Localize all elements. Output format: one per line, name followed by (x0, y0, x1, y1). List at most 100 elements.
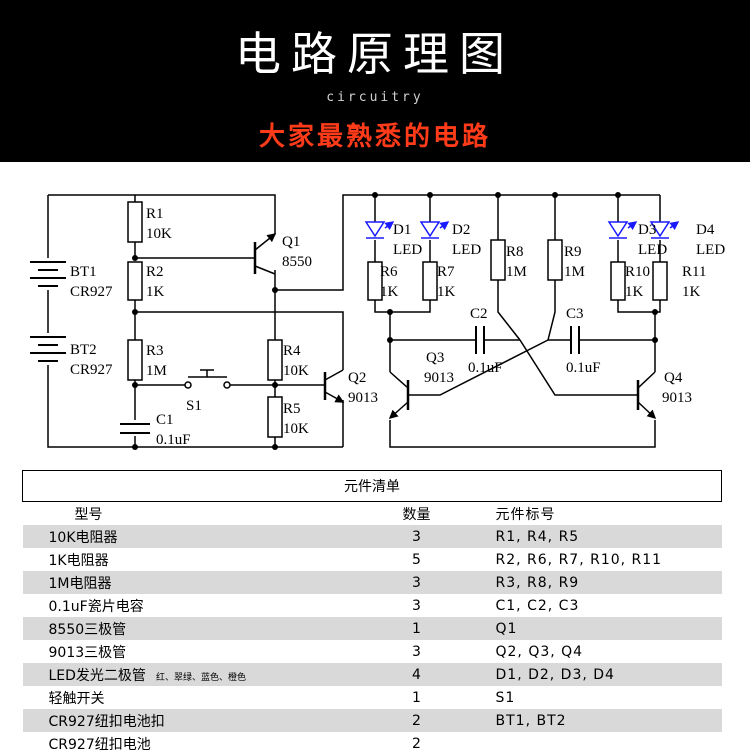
label-c2-value: 0.1uF (468, 360, 503, 376)
table-row: 8550三极管 1 Q1 (22, 617, 722, 640)
label-bt1: BT1 (70, 264, 97, 280)
cell-refs: Q2, Q3, Q4 (457, 640, 722, 663)
led-d3 (607, 221, 638, 239)
cell-refs: R2, R6, R7, R10, R11 (457, 548, 722, 571)
resistor-r11 (652, 261, 668, 301)
circuit-schematic: R1 10K R2 1K R3 1M Q1 8550 BT1 CR927 BT2… (30, 192, 725, 450)
resistor-r9 (547, 239, 563, 281)
cell-qty: 2 (375, 709, 458, 732)
cell-qty: 3 (375, 640, 458, 663)
label-d1: D1 (393, 222, 411, 238)
label-d2: D2 (452, 222, 470, 238)
label-r5-value: 10K (283, 421, 309, 437)
label-c1-value: 0.1uF (156, 432, 191, 448)
resistor-r8 (490, 239, 506, 281)
parts-list-header: 型号 数量 元件标号 (22, 501, 722, 525)
cell-model-note: 红、翠绿、蓝色、橙色 (155, 672, 246, 683)
label-bt1-value: CR927 (70, 284, 113, 300)
table-row: LED发光二极管红、翠绿、蓝色、橙色 4 D1, D2, D3, D4 (22, 663, 722, 686)
cell-qty: 4 (375, 663, 458, 686)
cell-refs: S1 (457, 686, 722, 709)
cell-model: CR927纽扣电池 (22, 732, 376, 755)
label-r5: R5 (283, 401, 301, 417)
page-subtitle: circuitry (326, 90, 424, 105)
label-d4: D4 (696, 222, 715, 238)
resistor-r4 (267, 339, 283, 381)
label-r9: R9 (564, 244, 582, 260)
header-model: 型号 (22, 501, 376, 525)
cell-refs: R1, R4, R5 (457, 525, 722, 548)
cell-qty: 1 (375, 617, 458, 640)
label-bt2: BT2 (70, 342, 97, 358)
cell-model: 9013三极管 (22, 640, 376, 663)
label-r6: R6 (380, 264, 398, 280)
label-d4-value: LED (696, 242, 725, 258)
label-r1-value: 10K (146, 226, 172, 242)
label-r8: R8 (506, 244, 524, 260)
label-q3-value: 9013 (424, 370, 454, 386)
header-qty: 数量 (375, 501, 458, 525)
table-row: 0.1uF瓷片电容 3 C1, C2, C3 (22, 594, 722, 617)
label-c2: C2 (470, 306, 488, 322)
label-c3-value: 0.1uF (566, 360, 601, 376)
label-r3-value: 1M (146, 363, 167, 379)
cell-qty: 3 (375, 571, 458, 594)
label-r10: R10 (625, 264, 650, 280)
page-tagline: 大家最熟悉的电路 (258, 122, 491, 152)
wire-left-bottom (47, 365, 343, 448)
table-row: 轻触开关 1 S1 (22, 686, 722, 709)
label-d3: D3 (638, 222, 656, 238)
label-r9-value: 1M (564, 264, 585, 280)
header-banner: 电路原理图 circuitry 大家最熟悉的电路 (0, 0, 750, 162)
label-q1-value: 8550 (282, 254, 312, 270)
resistor-r3 (127, 339, 143, 381)
label-r7: R7 (437, 264, 455, 280)
cell-refs: Q1 (457, 617, 722, 640)
parts-list-table: 元件清单 型号 数量 元件标号 10K电阻器 3 R1, R4, R5 1K电阻… (22, 470, 722, 755)
label-c3: C3 (566, 306, 584, 322)
resistor-r1 (127, 201, 143, 243)
page-title: 电路原理图 (235, 27, 515, 81)
label-r11-value: 1K (682, 284, 701, 300)
label-q2-value: 9013 (348, 390, 378, 406)
cell-model-text: LED发光二极管 (48, 667, 146, 684)
cell-qty: 3 (375, 594, 458, 617)
header-refs: 元件标号 (457, 501, 722, 525)
cell-qty: 5 (375, 548, 458, 571)
label-r2: R2 (146, 264, 164, 280)
cell-qty: 2 (375, 732, 458, 755)
label-bt2-value: CR927 (70, 362, 113, 378)
label-q4-value: 9013 (662, 390, 692, 406)
table-row: CR927纽扣电池 2 (22, 732, 722, 755)
cell-model: CR927纽扣电池扣 (22, 709, 376, 732)
table-row: 9013三极管 3 Q2, Q3, Q4 (22, 640, 722, 663)
label-d3-value: LED (638, 242, 667, 258)
capacitor-c1 (120, 423, 150, 434)
label-q3: Q3 (426, 350, 444, 366)
label-r6-value: 1K (380, 284, 399, 300)
cell-model: 0.1uF瓷片电容 (22, 594, 376, 617)
led-d4 (649, 221, 680, 239)
label-q4: Q4 (664, 370, 683, 386)
cell-model: LED发光二极管红、翠绿、蓝色、橙色 (22, 663, 376, 686)
resistor-r2 (127, 261, 143, 301)
cell-model: 1K电阻器 (22, 548, 376, 571)
table-row: 1K电阻器 5 R2, R6, R7, R10, R11 (22, 548, 722, 571)
resistor-r10 (610, 261, 626, 301)
cell-refs: R3, R8, R9 (457, 571, 722, 594)
led-d1 (364, 221, 395, 239)
cell-refs: C1, C2, C3 (457, 594, 722, 617)
label-c1: C1 (156, 412, 174, 428)
label-r3: R3 (146, 343, 164, 359)
transistor-q2 (323, 369, 345, 403)
cell-model: 8550三极管 (22, 617, 376, 640)
cell-refs: D1, D2, D3, D4 (457, 663, 722, 686)
label-q1: Q1 (282, 234, 300, 250)
led-d2 (419, 221, 450, 239)
resistor-r6 (367, 261, 383, 301)
cell-model: 10K电阻器 (22, 525, 376, 548)
label-r4-value: 10K (283, 363, 309, 379)
cell-model: 轻触开关 (22, 686, 376, 709)
label-r7-value: 1K (437, 284, 456, 300)
wire-left-top (48, 194, 276, 218)
